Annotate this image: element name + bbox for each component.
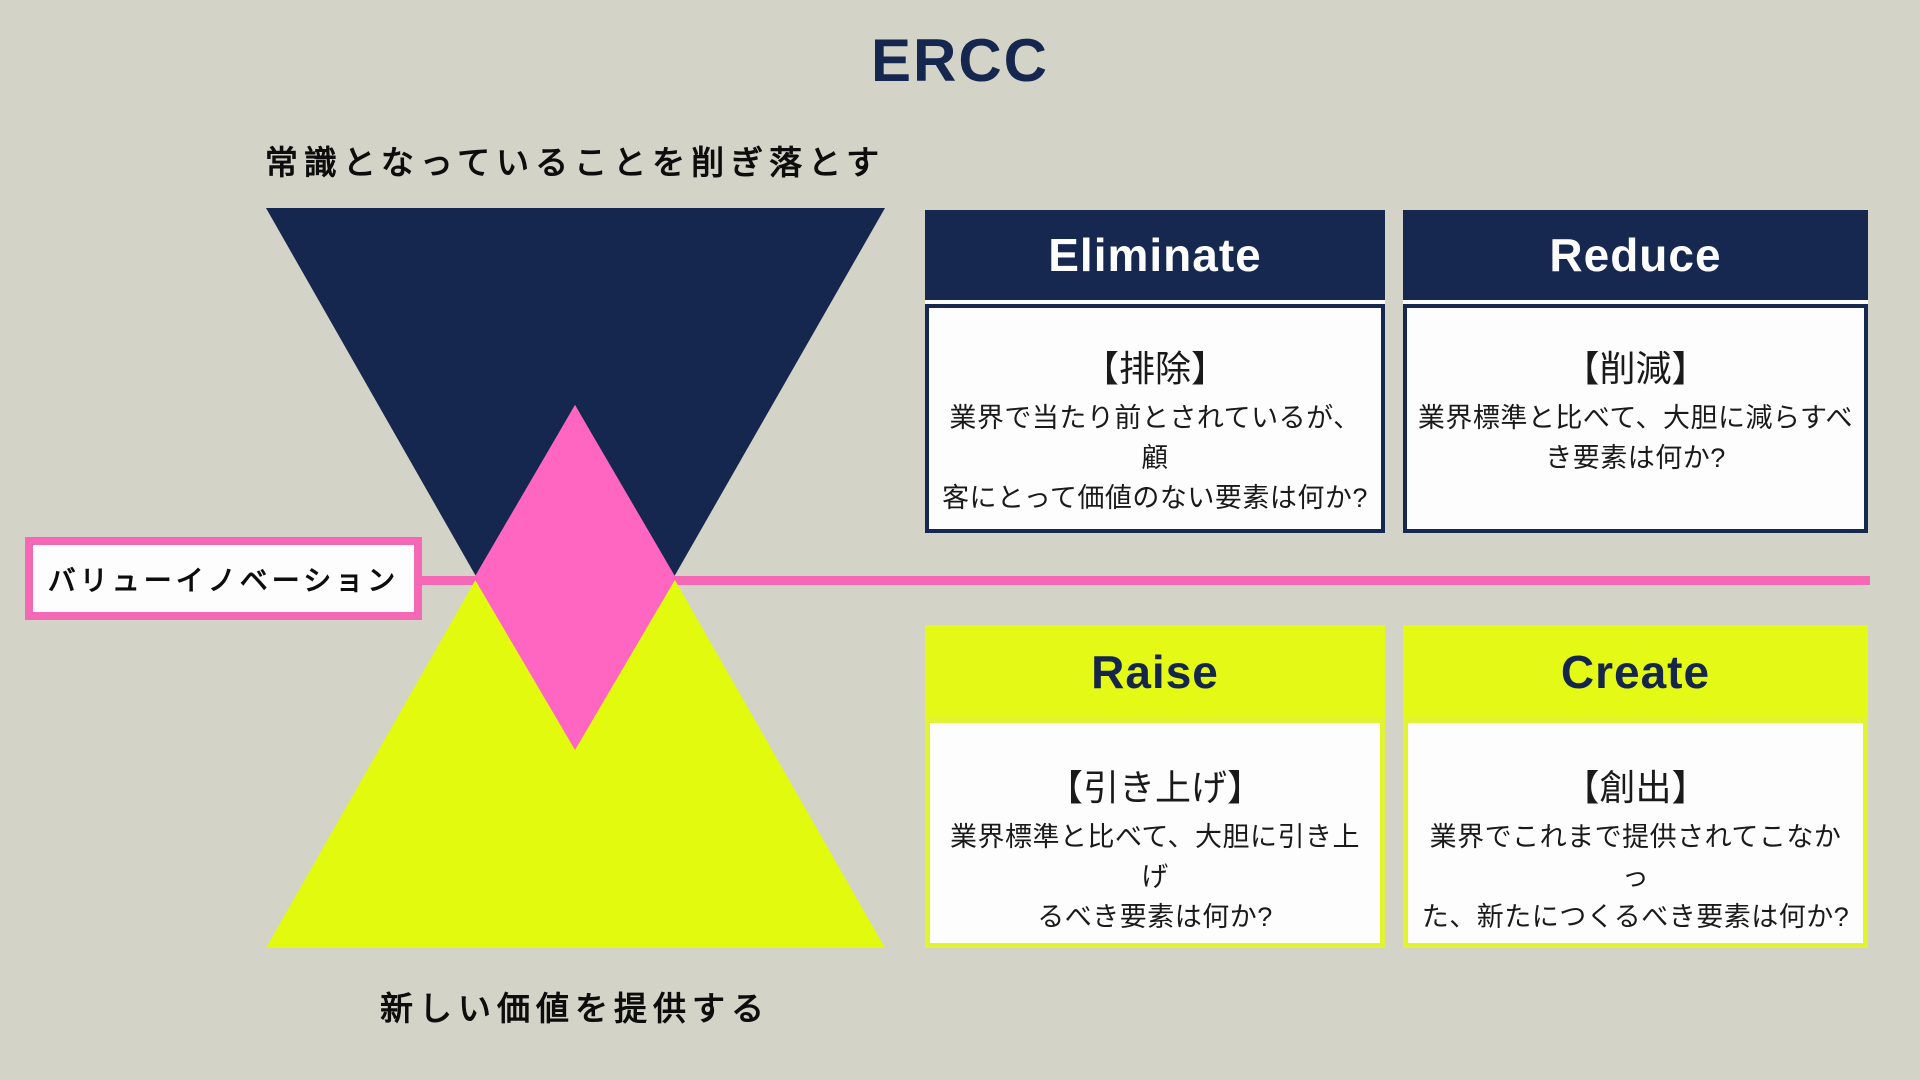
card-create-body: 【創出】 業界でこれまで提供されてこなかっ た、新たにつくるべき要素は何か? bbox=[1403, 718, 1868, 948]
card-raise-body: 【引き上げ】 業界標準と比べて、大胆に引き上げ るべき要素は何か? bbox=[925, 718, 1385, 948]
card-create-text: 業界でこれまで提供されてこなかっ た、新たにつくるべき要素は何か? bbox=[1421, 822, 1850, 932]
value-innovation-label-text: バリューイノベーション bbox=[47, 564, 400, 596]
card-eliminate-tag: 【排除】 bbox=[1082, 348, 1227, 389]
card-reduce-header: Reduce bbox=[1403, 210, 1868, 300]
card-eliminate: Eliminate 【排除】 業界で当たり前とされているが、顧 客にとって価値の… bbox=[925, 210, 1385, 533]
value-innovation-line bbox=[420, 576, 1870, 585]
card-eliminate-text: 業界で当たり前とされているが、顧 客にとって価値のない要素は何か? bbox=[942, 403, 1368, 513]
card-raise-tag: 【引き上げ】 bbox=[1046, 767, 1263, 808]
top-caption: 常識となっていることを削ぎ落とす bbox=[264, 144, 886, 181]
value-innovation-label: バリューイノベーション bbox=[25, 537, 422, 620]
card-reduce-text: 業界標準と比べて、大胆に減らすべ き要素は何か? bbox=[1417, 403, 1854, 473]
card-eliminate-body: 【排除】 業界で当たり前とされているが、顧 客にとって価値のない要素は何か? bbox=[925, 304, 1385, 533]
card-eliminate-header: Eliminate bbox=[925, 210, 1385, 300]
card-create-header: Create bbox=[1403, 625, 1868, 718]
card-raise-header: Raise bbox=[925, 625, 1385, 718]
card-raise-text: 業界標準と比べて、大胆に引き上げ るべき要素は何か? bbox=[949, 822, 1361, 932]
bottom-caption: 新しい価値を提供する bbox=[380, 990, 770, 1027]
card-reduce-body: 【削減】 業界標準と比べて、大胆に減らすべ き要素は何か? bbox=[1403, 304, 1868, 533]
pink-diamond bbox=[474, 405, 676, 750]
card-create: Create 【創出】 業界でこれまで提供されてこなかっ た、新たにつくるべき要… bbox=[1403, 625, 1868, 948]
card-reduce: Reduce 【削減】 業界標準と比べて、大胆に減らすべ き要素は何か? bbox=[1403, 210, 1868, 533]
card-raise: Raise 【引き上げ】 業界標準と比べて、大胆に引き上げ るべき要素は何か? bbox=[925, 625, 1385, 948]
card-create-tag: 【創出】 bbox=[1563, 767, 1708, 808]
card-reduce-tag: 【削減】 bbox=[1563, 348, 1708, 389]
page-title: ERCC bbox=[870, 27, 1049, 94]
